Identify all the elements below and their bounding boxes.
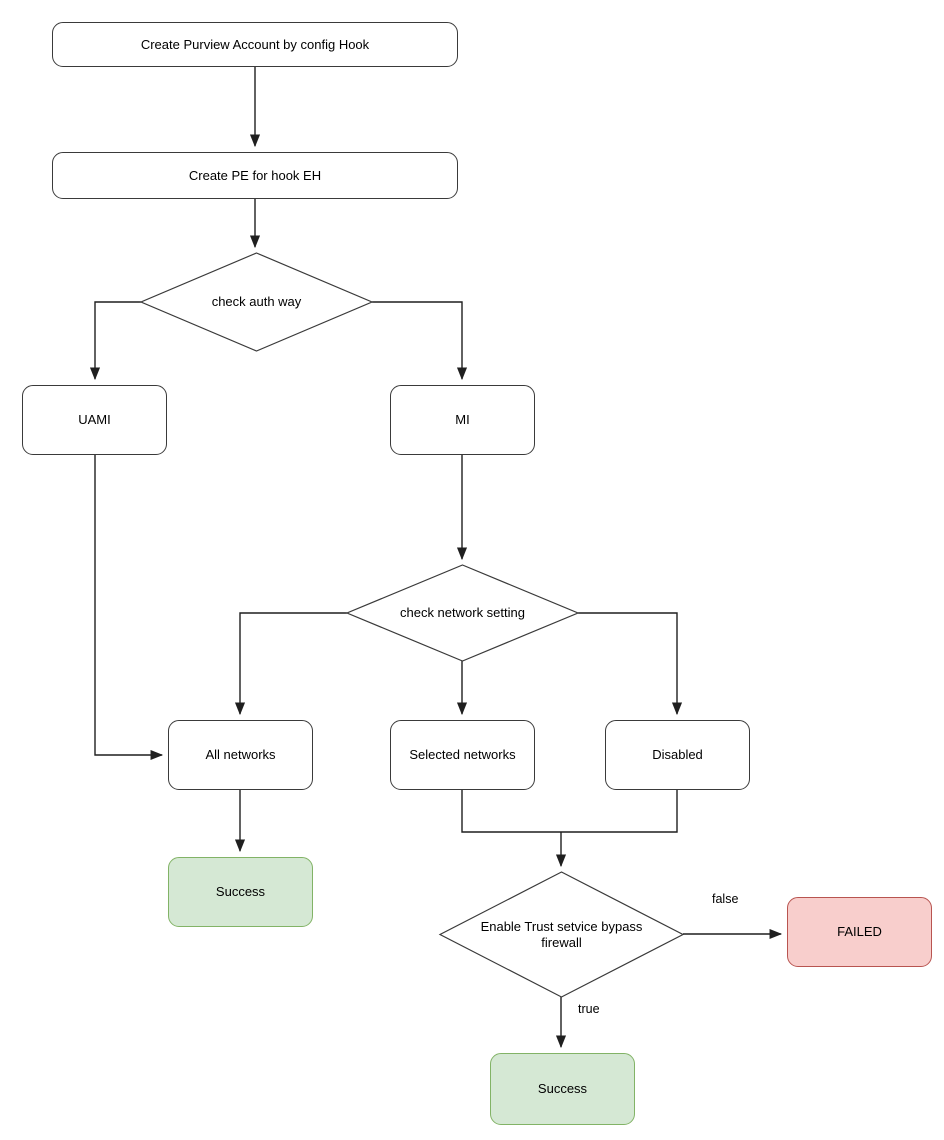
- node-success-bottom[interactable]: Success: [490, 1053, 635, 1125]
- node-label: Success: [215, 884, 266, 899]
- edge-uami-to-all-networks: [94, 455, 164, 761]
- node-label: All networks: [205, 747, 276, 762]
- edge-network-to-all: [234, 612, 347, 716]
- node-create-pe-hook-eh[interactable]: Create PE for hook EH: [52, 152, 458, 199]
- node-failed[interactable]: FAILED: [787, 897, 932, 967]
- diamond-check-auth-way: [139, 252, 374, 352]
- node-label: Disabled: [652, 747, 703, 762]
- node-label: Selected networks: [409, 747, 516, 762]
- node-label: FAILED: [837, 924, 882, 939]
- edge-label-false: false: [712, 892, 739, 906]
- node-uami[interactable]: UAMI: [22, 385, 167, 455]
- edge-auth-to-mi: [372, 301, 468, 381]
- diamond-check-network-setting: [345, 564, 580, 662]
- edge-disabled-to-merge: [561, 790, 678, 833]
- edge-network-to-disabled: [578, 612, 683, 716]
- node-success-left[interactable]: Success: [168, 857, 313, 927]
- edge-selected-to-merge: [461, 790, 561, 833]
- node-all-networks[interactable]: All networks: [168, 720, 313, 790]
- edge-label-true: true: [578, 1002, 600, 1016]
- node-disabled[interactable]: Disabled: [605, 720, 750, 790]
- node-label: MI: [455, 412, 470, 427]
- node-label: Success: [537, 1081, 588, 1096]
- node-mi[interactable]: MI: [390, 385, 535, 455]
- node-label: Create Purview Account by config Hook: [140, 36, 370, 52]
- node-label: UAMI: [78, 412, 111, 427]
- node-create-purview-account[interactable]: Create Purview Account by config Hook: [52, 22, 458, 67]
- edge-auth-to-uami: [89, 301, 141, 381]
- node-label: Create PE for hook EH: [188, 167, 322, 183]
- diamond-enable-trust-service: [438, 871, 685, 998]
- node-selected-networks[interactable]: Selected networks: [390, 720, 535, 790]
